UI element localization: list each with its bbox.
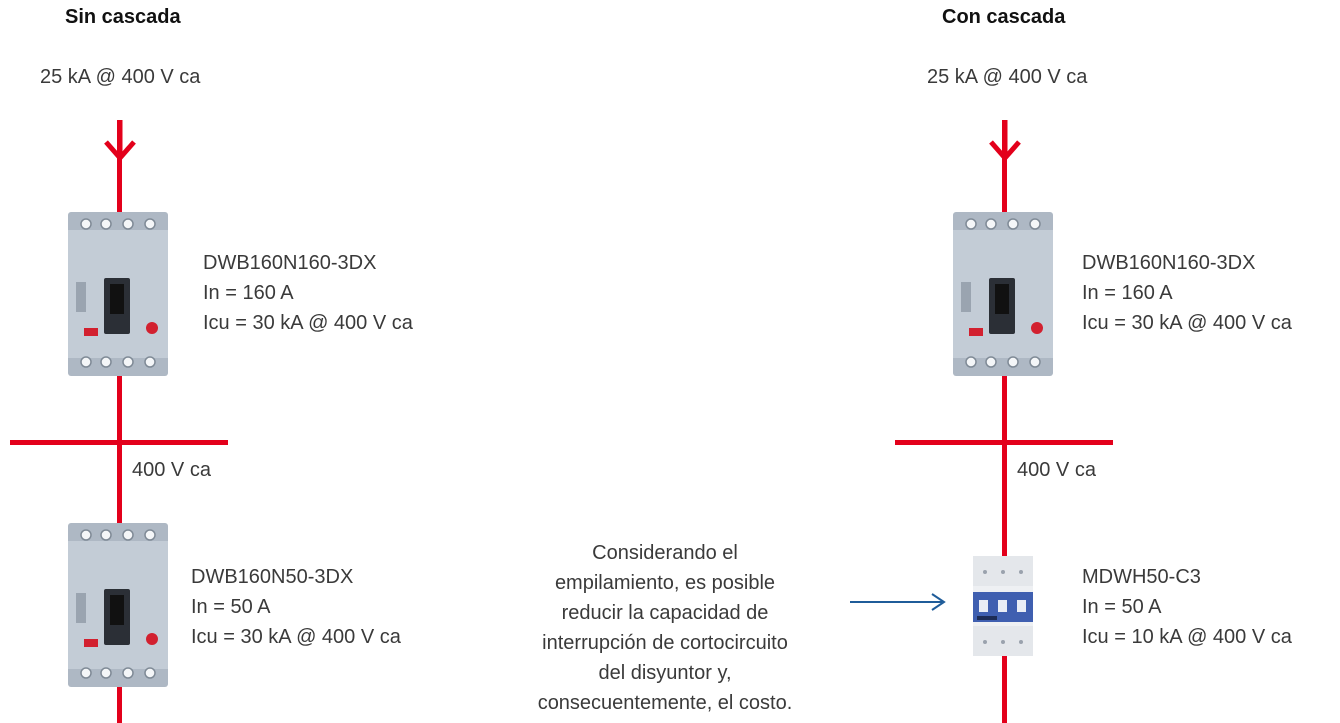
left-lower-breaker-label: DWB160N50-3DX In = 50 A Icu = 30 kA @ 40… [191, 562, 401, 652]
left-busbar [10, 440, 228, 445]
right-upper-breaker-icu: Icu = 30 kA @ 400 V ca [1082, 312, 1292, 334]
right-lower-breaker-rating: In = 50 A [1082, 596, 1162, 618]
left-upper-breaker-icon [68, 212, 168, 376]
left-lower-breaker-rating: In = 50 A [191, 596, 271, 618]
left-upper-breaker-label: DWB160N160-3DX In = 160 A Icu = 30 kA @ … [203, 248, 413, 338]
note-line: del disyuntor y, [598, 662, 732, 684]
right-upper-breaker-label: DWB160N160-3DX In = 160 A Icu = 30 kA @ … [1082, 248, 1292, 338]
right-upper-breaker-icon [953, 212, 1053, 376]
left-title: Sin cascada [65, 6, 181, 28]
right-busbar [895, 440, 1113, 445]
left-upper-breaker-model: DWB160N160-3DX [203, 252, 377, 274]
right-title: Con cascada [942, 6, 1066, 28]
note-line: interrupción de cortocircuito [542, 632, 788, 654]
right-lower-breaker-icon [973, 556, 1033, 656]
note-arrow-icon [850, 593, 946, 611]
left-upper-breaker-rating: In = 160 A [203, 282, 294, 304]
right-supply-arrow-icon [989, 120, 1021, 162]
left-lower-breaker-icu: Icu = 30 kA @ 400 V ca [191, 626, 401, 648]
left-feeder-line [117, 120, 122, 723]
left-supply-arrow-icon [104, 120, 136, 162]
left-lower-breaker-icon [68, 523, 168, 687]
right-feeder-line [1002, 120, 1007, 723]
right-upper-breaker-model: DWB160N160-3DX [1082, 252, 1256, 274]
note-line: empilamiento, es posible [554, 572, 776, 594]
left-upper-breaker-icu: Icu = 30 kA @ 400 V ca [203, 312, 413, 334]
note-line: reducir la capacidad de [561, 602, 769, 624]
left-supply-label: 25 kA @ 400 V ca [40, 66, 201, 88]
right-lower-breaker-label: MDWH50-C3 In = 50 A Icu = 10 kA @ 400 V … [1082, 562, 1292, 652]
left-bus-voltage: 400 V ca [132, 459, 211, 481]
left-lower-breaker-model: DWB160N50-3DX [191, 566, 354, 588]
right-supply-label: 25 kA @ 400 V ca [927, 66, 1088, 88]
right-lower-breaker-icu: Icu = 10 kA @ 400 V ca [1082, 626, 1292, 648]
right-bus-voltage: 400 V ca [1017, 459, 1096, 481]
note-line: consecuentemente, el costo. [537, 692, 793, 714]
note-line: Considerando el [592, 542, 738, 564]
cascade-note: Considerando el empilamiento, es posible… [490, 538, 840, 718]
right-upper-breaker-rating: In = 160 A [1082, 282, 1173, 304]
right-lower-breaker-model: MDWH50-C3 [1082, 566, 1201, 588]
